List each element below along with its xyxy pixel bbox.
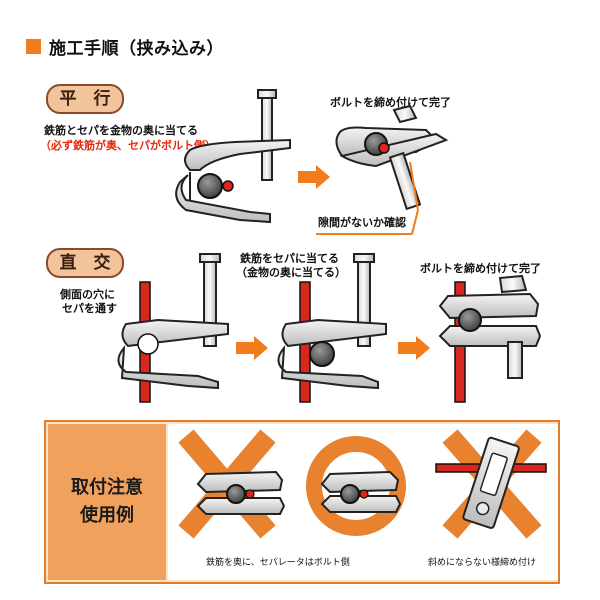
caution-caption-2: 斜めにならない様締め付け [428, 558, 537, 568]
title-marker-icon [26, 39, 41, 54]
correct-circle-icon [306, 436, 406, 536]
parallel-clamp-step1-icon [175, 89, 291, 224]
caution-clamp-wrong-icon [196, 470, 286, 515]
parallel-done-text: ボルトを締め付けて完了 [330, 96, 451, 109]
caution-clamp-tilted-icon [462, 436, 520, 529]
parallel-step1-note: （必ず鉄筋が奥、セパがボルト側） [40, 139, 216, 152]
caution-label-box: 取付注意 使用例 [48, 424, 166, 580]
caution-caption-1: 鉄筋を奥に、セパレータはボルト側 [206, 558, 350, 568]
orthogonal-step2-text-1: 鉄筋をセパに当てる [240, 252, 339, 265]
orthogonal-clamp-step2-icon [277, 253, 387, 390]
caution-illustrations [178, 429, 547, 539]
parallel-check-text: 隙間がないか確認 [318, 216, 406, 229]
parallel-step1-text: 鉄筋とセパを金物の奥に当てる [44, 124, 198, 137]
orthogonal-clamp-done-icon [438, 274, 542, 379]
title-text: 施工手順（挟み込み） [49, 39, 224, 59]
orthogonal-badge: 直 交 [46, 248, 124, 278]
orthogonal-step1-text-1: 側面の穴に [60, 288, 115, 301]
orthogonal-clamp-step1-icon [117, 253, 229, 390]
page-title: 施工手順（挟み込み） [26, 34, 224, 59]
caution-examples: 鉄筋を奥に、セパレータはボルト側 斜めにならない様締め付け [168, 424, 558, 580]
arrow-right-icon-2 [236, 336, 268, 360]
caution-clamp-correct-icon [320, 470, 402, 513]
parallel-clamp-done-icon [316, 104, 449, 235]
orthogonal-step2-text-2: （金物の奥に当てる） [236, 266, 346, 279]
caution-panel: 取付注意 使用例 [44, 420, 560, 584]
caution-label: 取付注意 使用例 [71, 477, 143, 526]
orthogonal-step1-text-2: セパを通す [62, 302, 117, 315]
parallel-badge: 平 行 [46, 84, 124, 114]
arrow-right-icon-1 [298, 165, 330, 189]
arrow-right-icon-3 [398, 336, 430, 360]
orthogonal-done-text: ボルトを締め付けて完了 [420, 262, 541, 275]
